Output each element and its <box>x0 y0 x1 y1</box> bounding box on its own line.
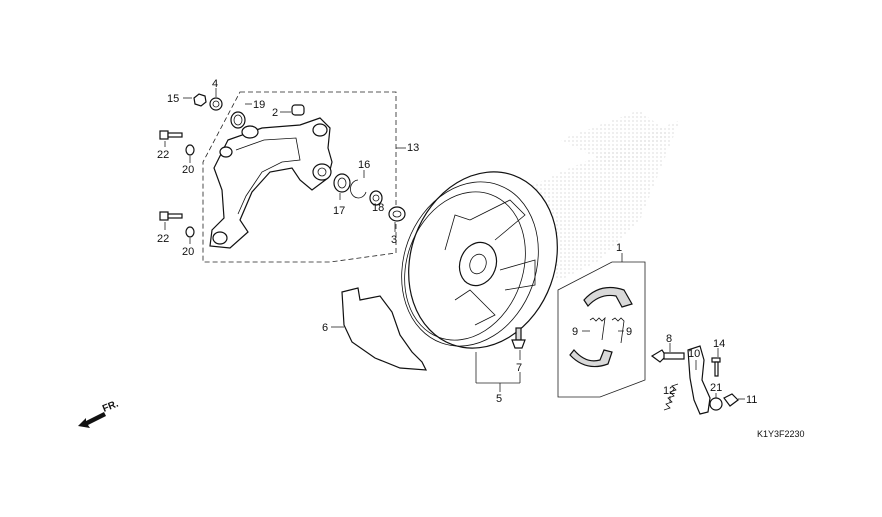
circlip-16 <box>350 179 367 199</box>
callout-4: 4 <box>212 78 218 90</box>
callout-2: 2 <box>272 107 278 119</box>
callout-5: 5 <box>496 393 502 405</box>
callout-12: 12 <box>663 385 675 397</box>
collar-2 <box>291 104 305 116</box>
callout-6: 6 <box>322 322 328 334</box>
brake-shoe-upper <box>583 287 633 308</box>
swingarm-group <box>159 88 406 263</box>
callout-13: 13 <box>407 142 419 154</box>
callout-17: 17 <box>333 205 345 217</box>
callout-9a: 9 <box>572 326 578 338</box>
callout-16: 16 <box>358 159 370 171</box>
callout-18: 18 <box>372 202 384 214</box>
seal-18 <box>369 190 383 206</box>
brake-arm-10 <box>687 345 711 415</box>
front-direction-arrow <box>78 412 106 428</box>
callout-21: 21 <box>710 382 722 394</box>
swingarm-bracket-outline <box>202 91 397 263</box>
joint-21 <box>709 397 723 411</box>
nut-15 <box>193 93 207 107</box>
bolt-22-lower <box>159 211 183 221</box>
callout-20b: 20 <box>182 246 194 258</box>
washer-20-upper <box>185 144 195 156</box>
callout-3: 3 <box>391 234 397 246</box>
brake-shoe-group <box>557 253 646 398</box>
valve-7 <box>511 327 526 349</box>
swingarm <box>209 117 333 249</box>
brake-cam-8 <box>650 349 685 363</box>
callout-19: 19 <box>253 99 265 111</box>
washer-20-lower <box>185 226 195 238</box>
collar-4 <box>209 97 223 111</box>
callout-15: 15 <box>167 93 179 105</box>
collar-3 <box>388 206 406 222</box>
rear-wheel <box>401 171 558 349</box>
callout-22b: 22 <box>157 233 169 245</box>
diagram-code: K1Y3F2230 <box>757 429 805 439</box>
callout-14: 14 <box>713 338 725 350</box>
callout-9b: 9 <box>626 326 632 338</box>
callout-11: 11 <box>746 394 757 406</box>
spring-9a <box>589 316 606 341</box>
callout-1: 1 <box>616 242 622 254</box>
nut-11 <box>723 393 739 407</box>
seal-19 <box>230 111 246 129</box>
mudguard-6 <box>341 287 428 371</box>
front-label: FR. <box>101 398 120 414</box>
callout-20a: 20 <box>182 164 194 176</box>
bolt-22-upper <box>159 130 183 140</box>
spring-12 <box>663 383 679 411</box>
brake-shoe-lower <box>569 349 613 368</box>
callout-22a: 22 <box>157 149 169 161</box>
bearing-17 <box>333 173 351 193</box>
callout-8: 8 <box>666 333 672 345</box>
spring-9b <box>611 317 625 344</box>
callout-7: 7 <box>516 362 522 374</box>
bolt-14 <box>711 357 721 377</box>
callout-10: 10 <box>688 348 700 360</box>
